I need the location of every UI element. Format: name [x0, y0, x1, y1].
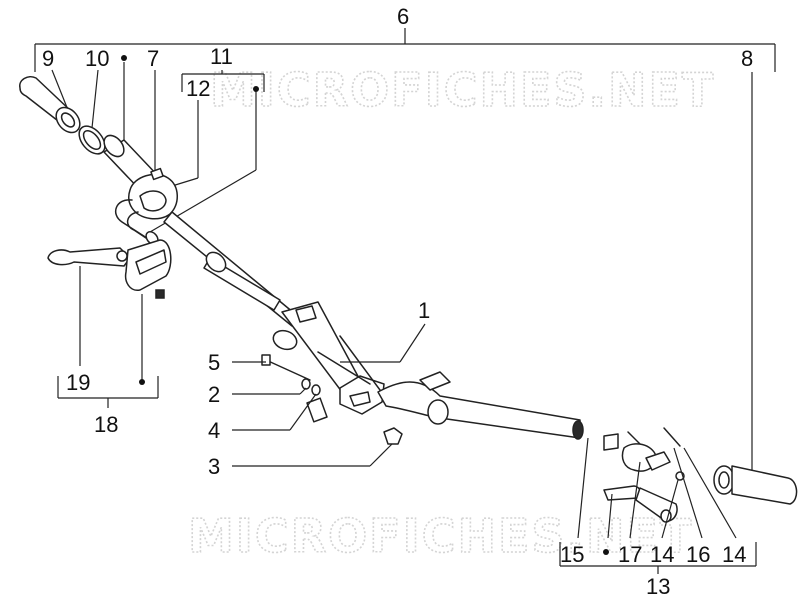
washer-2: [301, 378, 311, 390]
label-9: 9: [42, 46, 54, 71]
washer-4: [311, 384, 321, 396]
label-2: 2: [208, 382, 220, 407]
bracket-6: [34, 28, 776, 72]
label-13: 13: [646, 574, 670, 599]
dot-marker-11: [253, 86, 259, 92]
right-grip: [713, 465, 798, 505]
label-14b: 14: [722, 542, 746, 567]
ring-10: [78, 125, 106, 155]
label-7: 7: [147, 46, 159, 71]
label-3: 3: [208, 454, 220, 479]
bracket-13: [559, 542, 757, 574]
label-17: 17: [618, 542, 642, 567]
nut-3: [383, 427, 403, 445]
brake-lever-19: [47, 247, 131, 267]
label-6: 6: [397, 4, 409, 29]
dot-marker-7: [121, 55, 127, 61]
bracket-18: [57, 376, 159, 408]
label-14a: 14: [650, 542, 674, 567]
left-grip: [19, 76, 81, 134]
label-4: 4: [208, 418, 220, 443]
dot-marker-18: [139, 379, 145, 385]
label-5: 5: [208, 350, 220, 375]
label-1: 1: [418, 298, 430, 323]
label-8: 8: [741, 46, 753, 71]
dot-marker-13: [603, 549, 609, 555]
label-19: 19: [66, 370, 90, 395]
handlebar: [163, 211, 584, 440]
label-12: 12: [186, 76, 210, 101]
label-16: 16: [686, 542, 710, 567]
bracket-11: [181, 70, 265, 92]
label-18: 18: [94, 412, 118, 437]
master-cylinder: [124, 239, 172, 299]
label-10: 10: [85, 46, 109, 71]
throttle-housing: [114, 167, 178, 246]
label-15: 15: [560, 542, 584, 567]
label-11: 11: [210, 44, 233, 69]
bolt-5: [261, 354, 311, 381]
right-lever-assembly: [603, 427, 685, 523]
watermark-top: MICROFICHES.NET: [210, 63, 715, 117]
